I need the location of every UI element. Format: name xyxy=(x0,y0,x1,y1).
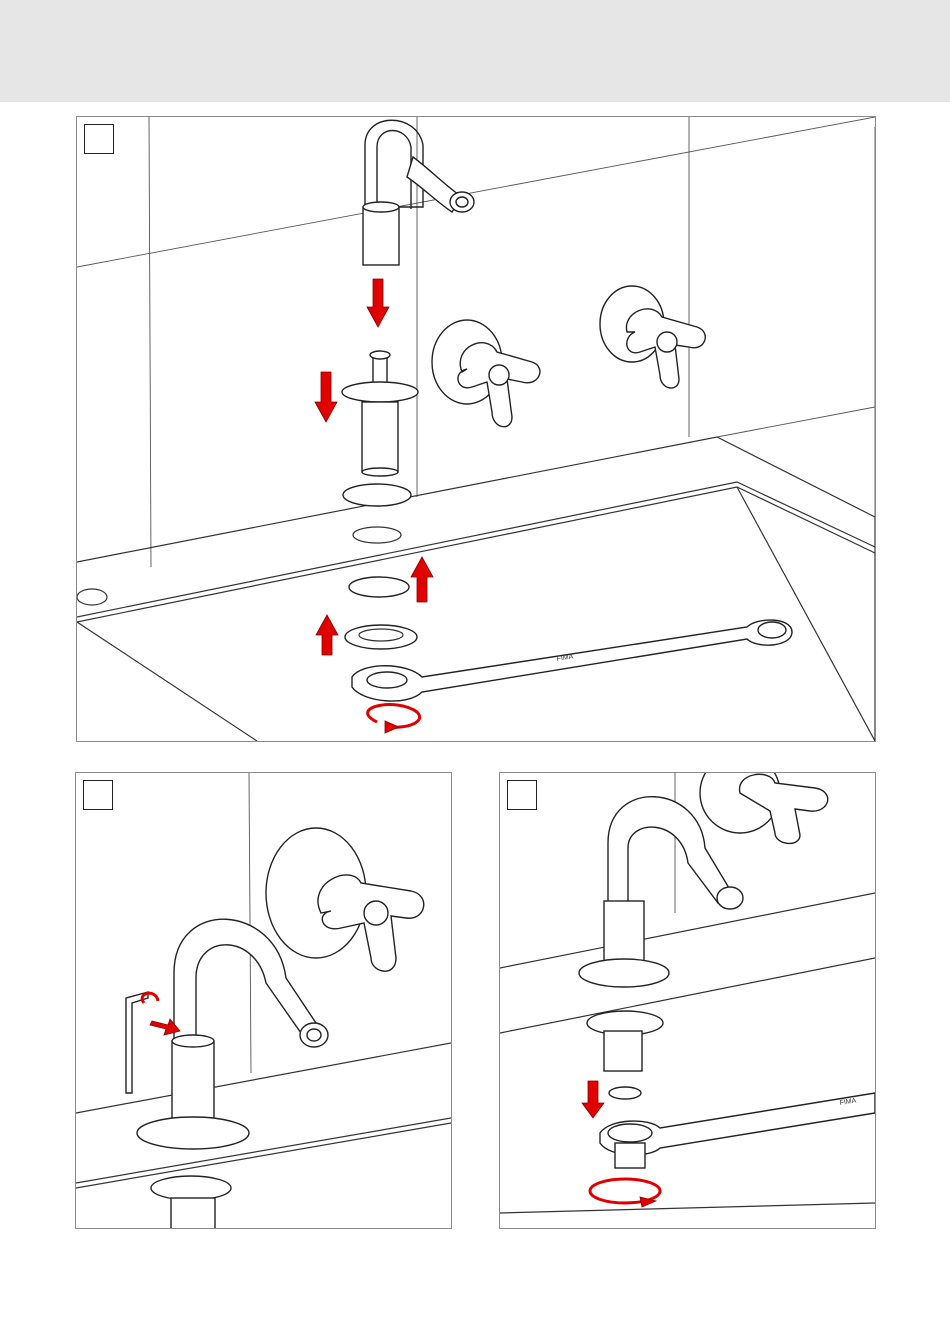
gasket-ring xyxy=(343,484,411,506)
cross-handle xyxy=(700,773,828,843)
step-2-illustration xyxy=(76,773,451,1228)
arrow-down-1 xyxy=(367,279,389,327)
wall-tiles xyxy=(77,117,875,741)
step-2-number xyxy=(83,780,113,810)
arrow-down-2 xyxy=(315,372,337,422)
bidet-spout xyxy=(579,797,743,1099)
arrow-up-2 xyxy=(316,615,338,655)
cross-handle xyxy=(266,828,424,971)
step-1-illustration: FIMA xyxy=(77,117,875,741)
wrench: FIMA xyxy=(600,1093,875,1168)
washer xyxy=(349,577,409,597)
bidet-spout xyxy=(363,120,474,265)
rotation-arrow xyxy=(368,705,420,728)
step-1-panel: FIMA xyxy=(76,116,876,742)
hex-key xyxy=(126,992,148,1093)
countertop xyxy=(77,407,875,741)
arrow-up-1 xyxy=(411,557,433,602)
wrench: FIMA xyxy=(352,620,792,701)
bidet-spout xyxy=(137,919,328,1228)
cross-handle-1 xyxy=(432,320,540,427)
step-1-number xyxy=(84,124,114,154)
step-3-illustration: FIMA xyxy=(500,773,875,1228)
step-3-panel: FIMA xyxy=(499,772,876,1229)
arrow-down xyxy=(582,1081,604,1118)
cross-handle-2 xyxy=(600,286,705,388)
step-2-panel xyxy=(75,772,452,1229)
header-band xyxy=(0,0,950,102)
threaded-body xyxy=(342,351,418,476)
step-3-number xyxy=(507,780,537,810)
